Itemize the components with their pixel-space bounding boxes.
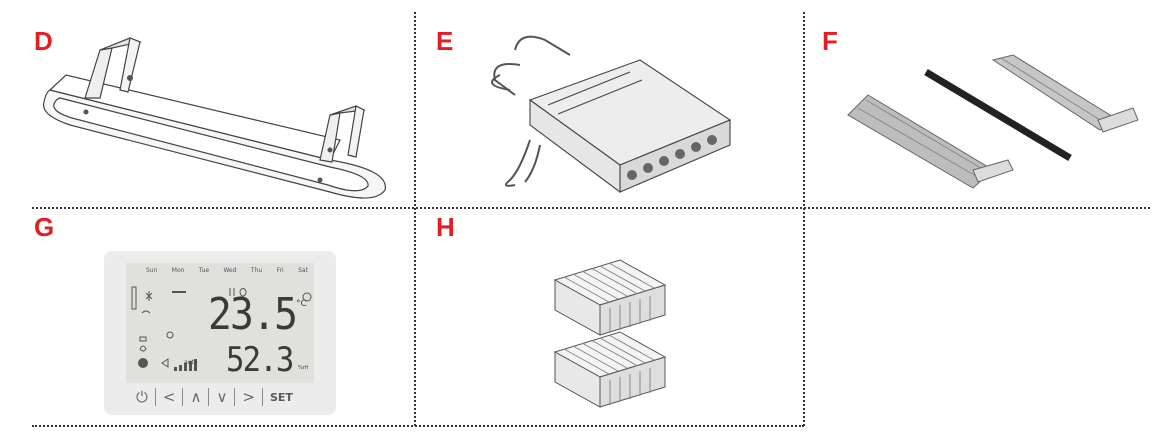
- divider-vertical-2: [803, 12, 805, 426]
- heater-icon: [139, 336, 147, 342]
- day-label: Fri: [276, 267, 284, 274]
- day-label: Sun: [146, 267, 158, 274]
- up-button[interactable]: ∧: [190, 388, 202, 406]
- signal-icon: [161, 358, 169, 368]
- wave-icon: [141, 310, 151, 314]
- day-label: Thu: [250, 267, 263, 274]
- coil-blocks-illustration: [553, 259, 667, 408]
- temperature-readout: 23.5: [208, 289, 298, 340]
- drop-icon: [239, 288, 247, 297]
- panel-f: F: [808, 20, 1153, 205]
- set-button[interactable]: SET: [270, 390, 293, 404]
- temperature-unit: °C: [296, 299, 307, 309]
- panel-g: G: [30, 210, 410, 424]
- day-label: Mon: [171, 267, 185, 274]
- fan-icon: [138, 358, 148, 368]
- humidity-readout: 52.3: [226, 340, 294, 380]
- panel-letter: G: [34, 212, 55, 242]
- divider-horizontal-1: [32, 207, 1150, 209]
- weekday-row: Sun Mon Tue Wed Thu Fri Sat: [146, 267, 308, 274]
- down-button[interactable]: ∨: [216, 388, 228, 406]
- evaporator-coil-illustration: [491, 35, 732, 194]
- day-marker: [172, 291, 186, 293]
- frame-base-illustration: [42, 37, 386, 199]
- thermostat-device: Sun Mon Tue Wed Thu Fri Sat: [104, 251, 336, 415]
- panel-letter: H: [436, 212, 455, 242]
- right-button[interactable]: >: [242, 388, 255, 406]
- timer-icon: [302, 292, 312, 302]
- day-label: Sat: [298, 267, 308, 274]
- flame-icon: [139, 345, 147, 352]
- snowflake-icon: [145, 291, 153, 301]
- defrost-icon: [229, 288, 235, 296]
- panel-letter: F: [822, 26, 838, 56]
- key-separator: [154, 388, 156, 406]
- power-button[interactable]: ⏻: [136, 388, 148, 406]
- thermostat-keypad: ⏻ < ∧ ∨ > SET: [136, 385, 320, 409]
- heater-strips-illustration: [847, 54, 1139, 189]
- fan-mode-label: auto: [184, 359, 198, 366]
- panel-letter: D: [34, 26, 53, 56]
- panel-e: E: [420, 20, 800, 205]
- key-separator: [182, 388, 184, 406]
- key-separator: [262, 388, 263, 406]
- panel-h: H: [420, 210, 800, 424]
- divider-horizontal-2: [32, 425, 804, 427]
- sun-icon: [166, 331, 174, 339]
- divider-vertical-1: [414, 12, 416, 426]
- key-separator: [208, 388, 210, 406]
- day-label: Tue: [198, 267, 210, 274]
- humidity-unit: %rH: [298, 365, 309, 371]
- lcd-status-icons: [131, 286, 312, 371]
- left-button[interactable]: <: [162, 388, 176, 406]
- panel-d: D: [30, 20, 410, 205]
- level-bar-icon: [131, 286, 137, 310]
- thermostat-lcd: Sun Mon Tue Wed Thu Fri Sat: [126, 263, 314, 383]
- key-separator: [234, 388, 236, 406]
- day-label: Wed: [223, 267, 237, 274]
- panel-letter: E: [436, 26, 454, 56]
